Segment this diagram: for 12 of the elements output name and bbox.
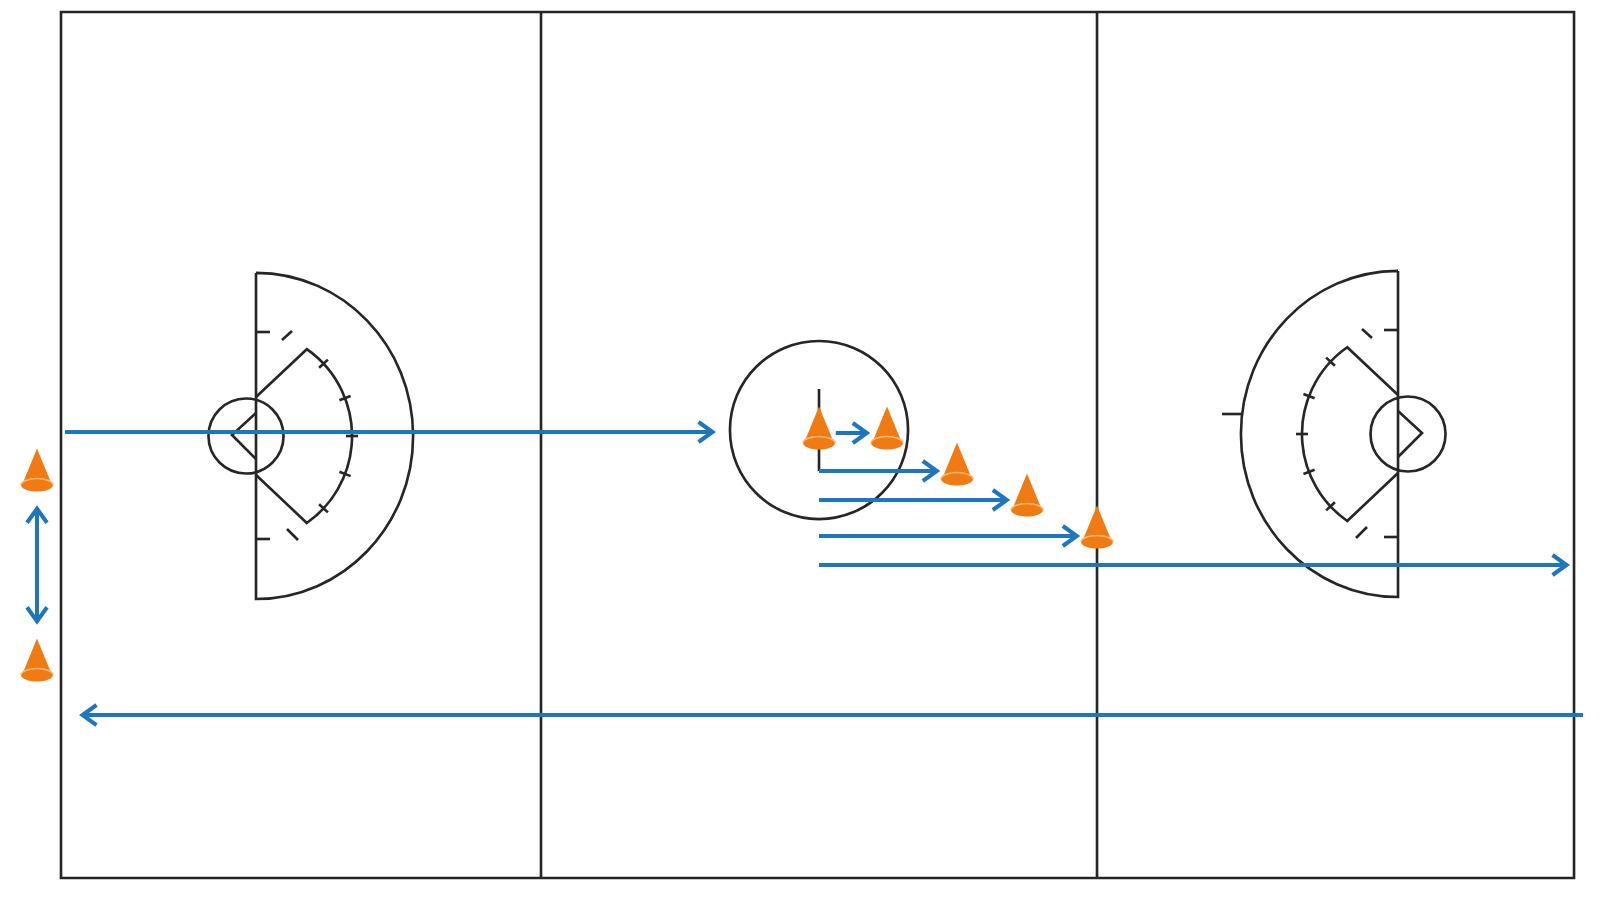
- cone: [20, 448, 54, 492]
- arrow: [819, 488, 1011, 512]
- arrow: [819, 524, 1081, 548]
- arrow: [819, 459, 941, 483]
- cone: [870, 406, 904, 450]
- cone: [802, 406, 836, 450]
- arrow: [835, 421, 871, 445]
- arrow: [25, 505, 49, 625]
- cone: [940, 442, 974, 486]
- cone: [1080, 505, 1114, 549]
- cone: [1010, 473, 1044, 517]
- cone: [20, 638, 54, 682]
